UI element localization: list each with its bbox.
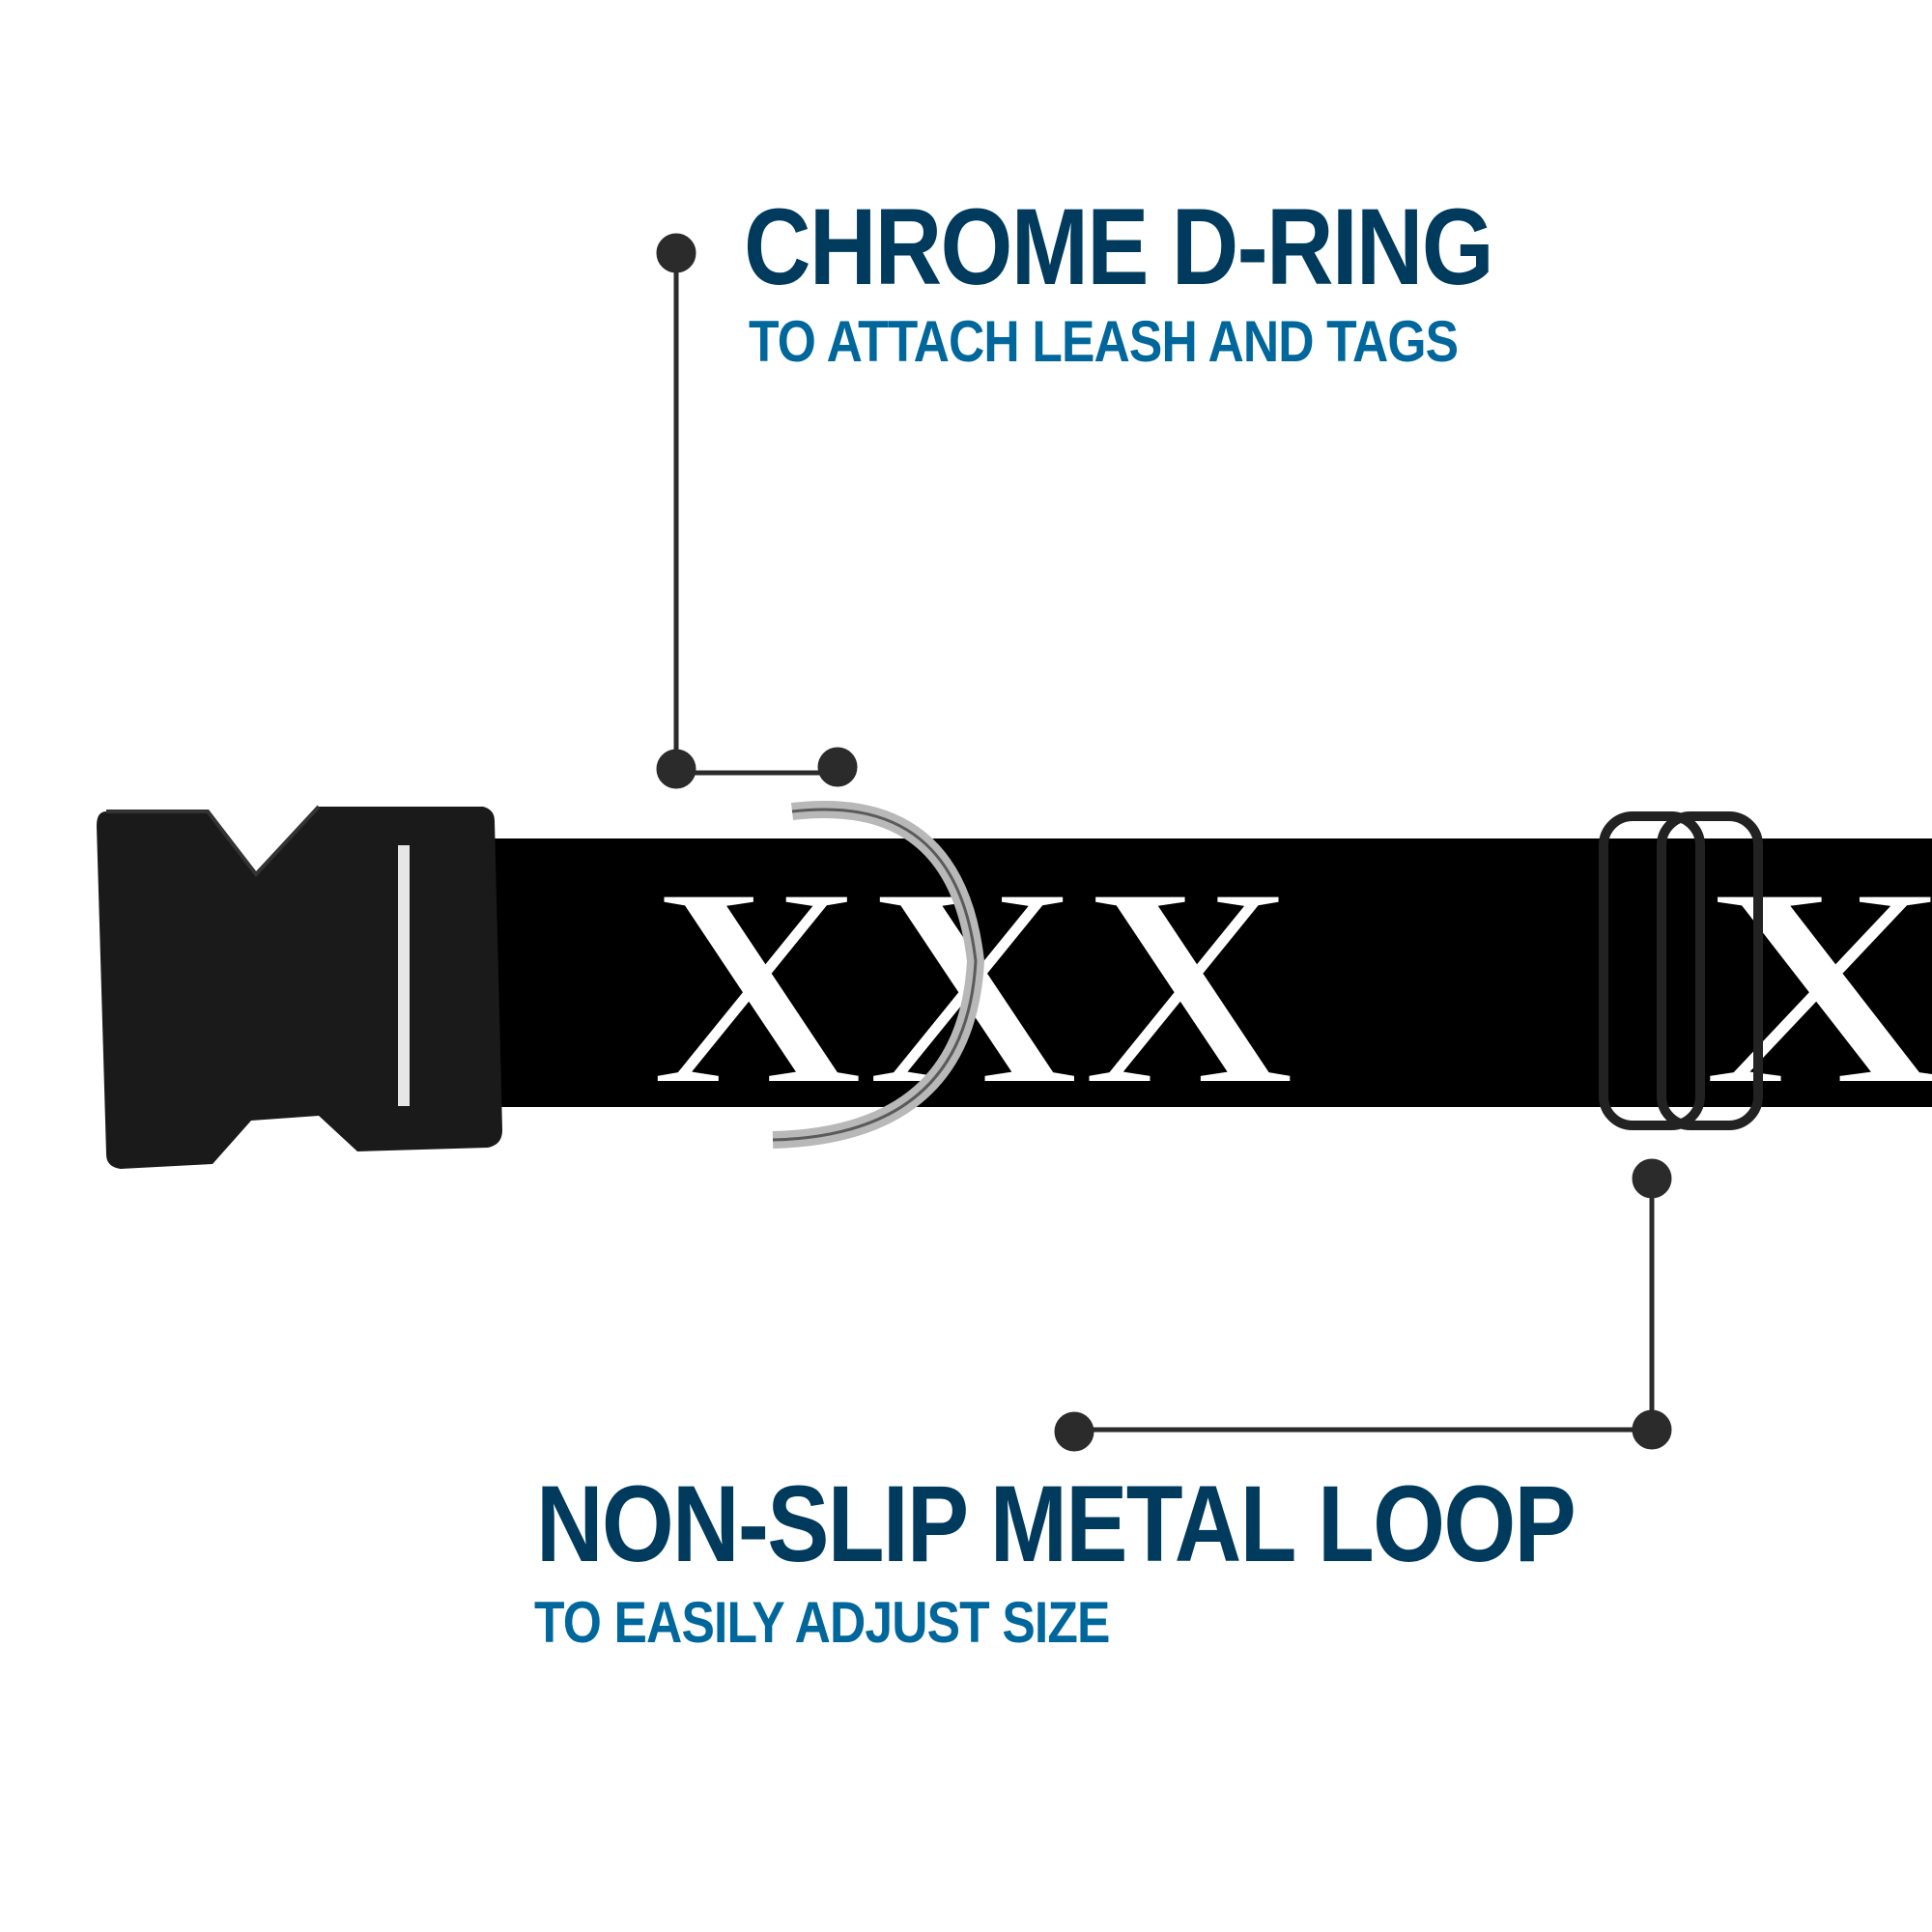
leader-line-d-ring bbox=[656, 233, 858, 789]
buckle bbox=[97, 805, 502, 1169]
callout-title-d-ring: CHROME D-RING bbox=[744, 186, 1494, 307]
collar-print-partial: X bbox=[1700, 826, 1932, 1147]
callout-subtitle-d-ring: TO ATTACH LEASH AND TAGS bbox=[749, 309, 1459, 374]
collar-strap bbox=[406, 838, 1932, 1107]
metal-loop bbox=[1599, 811, 1763, 1130]
collar-print: XXX X bbox=[646, 823, 1932, 1150]
callout-subtitle-loop: TO EASILY ADJUST SIZE bbox=[534, 1590, 1110, 1655]
callout-title-loop: NON-SLIP METAL LOOP bbox=[536, 1463, 1577, 1584]
leader-line-loop bbox=[1054, 1158, 1672, 1452]
